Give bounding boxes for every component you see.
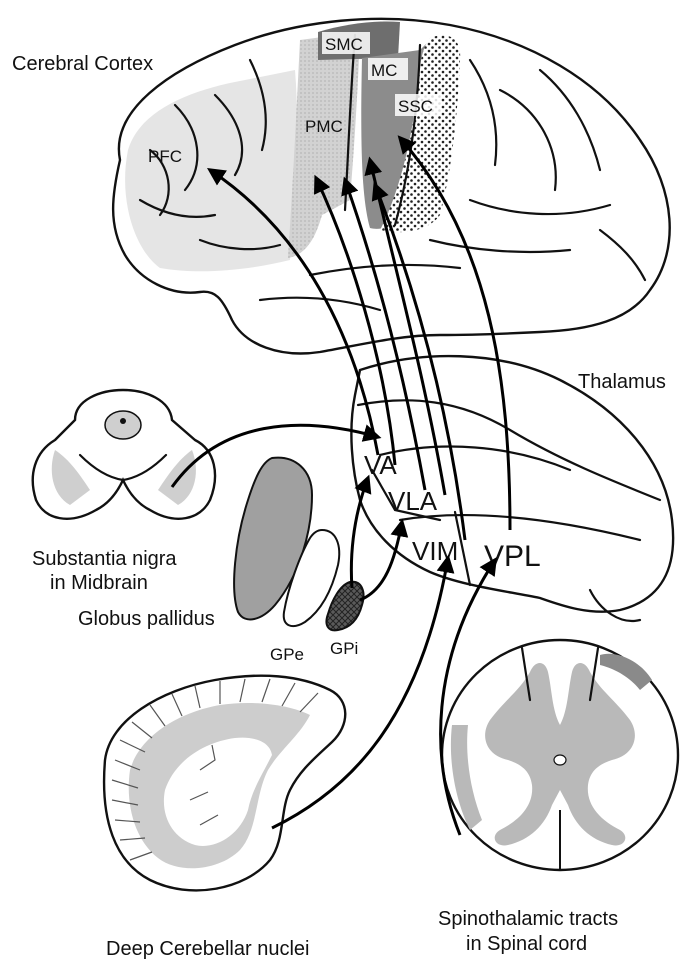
- spinal-gray-matter: [485, 663, 635, 846]
- arrow-gpi-to-va: [349, 474, 372, 589]
- substantia-nigra-label-line1: Substantia nigra: [32, 548, 177, 570]
- globus-pallidus-label: Globus pallidus: [78, 608, 215, 630]
- arrow-vla-to-mc: [364, 156, 447, 496]
- thalamus-outline: [350, 354, 675, 613]
- projection-arrows: [170, 135, 512, 836]
- globus-pallidus: Globus pallidus GPe GPi: [78, 456, 365, 664]
- arrow-vpl-to-ssc: [397, 135, 512, 531]
- thalamus: Thalamus VA VLA VIM VPL: [350, 354, 675, 623]
- arrow-vla-to-pmc: [341, 176, 427, 491]
- spinothalamic-label-line1: Spinothalamic tracts: [438, 908, 618, 930]
- gpi-shape: [325, 580, 365, 632]
- substantia-nigra-label-line2: in Midbrain: [50, 572, 148, 594]
- arrow-va-to-pfc: [207, 168, 380, 456]
- cerebral-cortex-label: Cerebral Cortex: [12, 53, 153, 75]
- ssc-label: SSC: [398, 97, 433, 116]
- arrow-vim-to-mc: [371, 181, 467, 541]
- vim-label: VIM: [412, 536, 458, 566]
- arrow-spinal-to-vpl: [439, 556, 497, 836]
- cerebral-cortex: Cerebral Cortex SMC MC SSC PMC PFC: [12, 17, 671, 355]
- arrow-sn-to-va: [170, 423, 382, 488]
- va-label: VA: [364, 450, 397, 480]
- smc-label: SMC: [325, 35, 363, 54]
- gpe-shape: [282, 528, 341, 628]
- gpi-label: GPi: [330, 639, 358, 658]
- thalamus-label: Thalamus: [578, 371, 666, 393]
- pmc-region: [288, 32, 360, 258]
- pmc-label: PMC: [305, 117, 343, 136]
- vpl-label: VPL: [484, 540, 541, 573]
- vla-label: VLA: [388, 486, 438, 516]
- pfc-label: PFC: [148, 147, 182, 166]
- arrow-va-to-pmc: [314, 174, 397, 466]
- arrow-gpi-to-vla: [359, 518, 409, 602]
- midbrain: Substantia nigra in Midbrain: [31, 388, 217, 594]
- spinal-cord: Spinothalamic tracts in Spinal cord: [438, 638, 680, 955]
- ssc-region: [380, 35, 461, 233]
- cerebellum: Deep Cerebellar nuclei: [102, 674, 347, 960]
- deep-cerebellar-label: Deep Cerebellar nuclei: [106, 938, 309, 960]
- mc-label: MC: [371, 61, 397, 80]
- putamen-shape: [233, 456, 314, 621]
- gpe-label: GPe: [270, 645, 304, 664]
- arrow-cerebellum-to-vim: [271, 554, 455, 830]
- spinothalamic-label-line2: in Spinal cord: [466, 933, 587, 955]
